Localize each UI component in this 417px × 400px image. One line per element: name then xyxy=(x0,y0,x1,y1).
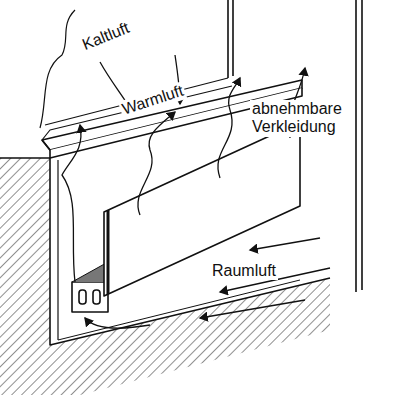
air-label: Raumluft xyxy=(210,262,278,280)
air-label: abnehmbare Verkleidung xyxy=(250,100,354,137)
air-label: Kaltluft xyxy=(78,18,134,55)
